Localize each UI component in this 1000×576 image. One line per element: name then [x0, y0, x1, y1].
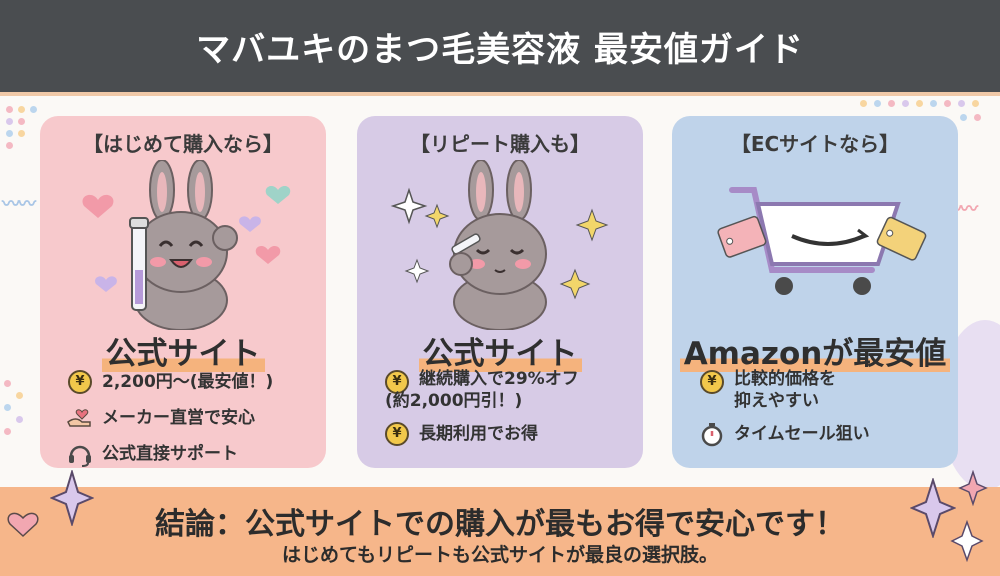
decorative-dots-bottom-left	[4, 380, 34, 460]
heart-icon	[7, 512, 39, 538]
card-title: Amazonが最安値	[672, 328, 958, 373]
card-title: 公式サイト	[357, 328, 643, 373]
sparkle-icon	[910, 478, 956, 538]
page-header: マバユキのまつ毛美容液 最安値ガイド	[0, 0, 1000, 92]
header-divider	[0, 92, 1000, 96]
yen-coin-icon: ¥	[66, 368, 94, 396]
yen-coin-icon: ¥	[698, 368, 726, 396]
bunny-with-serum-illustration	[82, 160, 291, 330]
sparkle-icon	[950, 520, 984, 562]
card-tag: 【はじめて購入なら】	[83, 132, 283, 156]
list-item: 公式直接サポート	[66, 440, 316, 468]
card-tag: 【リピート購入も】	[410, 132, 590, 156]
conclusion-banner	[0, 487, 1000, 576]
card-title: 公式サイト	[40, 328, 326, 373]
conclusion-subtext: はじめてもリピートも公式サイトが最良の選択肢。	[281, 544, 719, 566]
page-title: マバユキのまつ毛美容液 最安値ガイド	[196, 29, 804, 70]
shopping-cart-illustration	[717, 187, 927, 295]
stopwatch-icon	[698, 420, 726, 448]
list-item: メーカー直営で安心	[66, 404, 316, 432]
sparkle-icon	[958, 470, 988, 506]
list-item: タイムセール狙い	[698, 420, 948, 448]
feature-list: ¥ 2,200円〜(最安値！) メーカー直営で安心 公式直接サポ	[66, 368, 316, 476]
sparkle-icon	[50, 470, 94, 526]
card-tag: 【ECサイトなら】	[730, 132, 900, 156]
conclusion-text: 結論：公式サイトでの購入が最もお得で安心です！	[155, 507, 845, 542]
list-item: ¥ 2,200円〜(最安値！)	[66, 368, 316, 396]
list-item: ¥ 比較的価格を 抑えやすい	[698, 368, 948, 412]
card-repeat-purchase: 【リピート購入も】 公式サイト ¥ 継続購入で29%オフ (約2,000円引！)	[357, 116, 643, 468]
yen-coin-icon: ¥	[383, 420, 411, 448]
feature-list: ¥ 比較的価格を 抑えやすい タイムセール狙い	[698, 368, 948, 456]
decorative-dots-left	[6, 106, 46, 186]
bunny-applying-serum-illustration	[390, 160, 609, 330]
headset-icon	[66, 440, 94, 468]
decorative-dots-right	[860, 100, 990, 140]
hand-heart-icon	[66, 404, 94, 432]
feature-list: ¥ 継続購入で29%オフ (約2,000円引！) ¥ 長期利用でお得	[383, 368, 633, 456]
card-ec-site: 【ECサイトなら】 Amazonが最安値 ¥ 比較的価格を 抑えやすい	[672, 116, 958, 468]
list-item: ¥ 継続購入で29%オフ (約2,000円引！)	[383, 368, 579, 411]
yen-coin-icon: ¥	[383, 368, 411, 396]
card-first-purchase: 【はじめて購入なら】 公式サイト ¥ 2,200円〜(最安値！)	[40, 116, 326, 468]
list-item: ¥ 長期利用でお得	[383, 420, 633, 448]
wave-decoration-left: 〰〰	[2, 194, 36, 215]
